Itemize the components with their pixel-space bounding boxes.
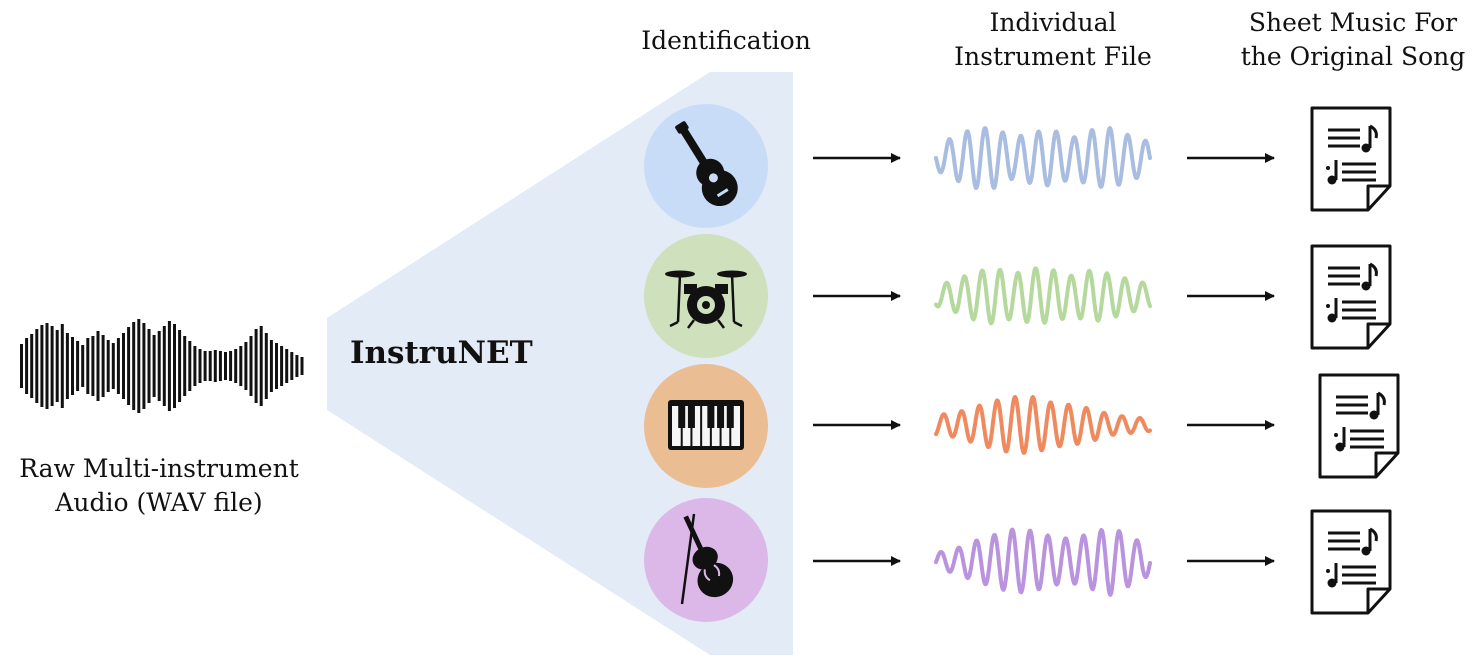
waveform-bar: [157, 331, 161, 401]
waveform-bar: [162, 326, 166, 406]
waveform-bar: [218, 351, 222, 381]
waveform-bar: [208, 351, 212, 381]
instrument-row-piano: [644, 364, 768, 488]
individual-file-header: Individual Instrument File: [935, 6, 1171, 74]
waveform-bar: [116, 338, 120, 394]
input-label-line1: Raw Multi-instrument: [19, 454, 299, 483]
waveform-bar: [152, 335, 156, 397]
individual-label-line1: Individual: [989, 8, 1117, 37]
waveform-bar: [142, 323, 146, 409]
waveform-bar: [259, 326, 263, 406]
input-audio-waveform: [20, 319, 304, 413]
waveform-bar: [213, 350, 217, 382]
waveform-bar: [198, 349, 202, 383]
waveform-bar: [20, 344, 23, 388]
waveform-bar: [132, 322, 136, 410]
waveform-bar: [111, 343, 115, 389]
waveform-bar: [65, 333, 69, 399]
waveform-bar: [50, 326, 54, 406]
waveform-bar: [269, 340, 273, 392]
waveform-bar: [127, 327, 131, 405]
waveform-bar: [106, 340, 110, 392]
waveform-bar: [203, 351, 207, 381]
waveform-bar: [285, 349, 289, 383]
sheet-music-icon: [1310, 244, 1392, 350]
waveform-bar: [254, 329, 258, 403]
guitar-icon: [675, 121, 738, 207]
waveform-bar: [30, 334, 34, 398]
instrument-row-guitar: [644, 104, 768, 228]
piano-keyboard-icon: [668, 400, 744, 450]
waveform-bar: [55, 330, 59, 402]
instrument-row-drums: [644, 234, 768, 358]
waveform-bar: [96, 331, 100, 401]
piano-black-key: [678, 406, 686, 428]
waveform-bar: [76, 341, 80, 391]
model-name: InstruNET: [350, 335, 533, 371]
violin-icon: [680, 513, 734, 605]
piano-black-key: [707, 406, 715, 428]
waveform-bar: [224, 352, 227, 380]
sheet-music-icon: [1310, 509, 1392, 615]
sheet-music-icon: [1310, 106, 1392, 212]
waveform-bar: [71, 337, 74, 395]
waveform-bar: [275, 343, 278, 389]
transcription-arrows: [1187, 153, 1275, 566]
waveform-bar: [147, 329, 151, 403]
instrument-row-violin: [644, 498, 768, 622]
sheet-label-line1: Sheet Music For: [1248, 8, 1458, 37]
waveform-bar: [264, 333, 268, 399]
waveform-bar: [81, 345, 85, 387]
drum-kit-icon: [665, 270, 747, 329]
waveform-bar: [86, 338, 90, 394]
waveform-bar: [25, 338, 29, 394]
waveform-bar: [229, 351, 233, 381]
waveform-bar: [244, 342, 248, 390]
waveform-bar: [295, 355, 299, 377]
piano-black-key: [726, 406, 734, 428]
identification-arrows: [813, 153, 901, 566]
waveform-bar: [249, 336, 253, 396]
instrument-waveform: [934, 266, 1152, 326]
identification-header: Identification: [620, 24, 832, 58]
waveform-bar: [234, 349, 238, 383]
piano-black-key: [687, 406, 695, 428]
waveform-bar: [239, 346, 243, 386]
waveform-bar: [40, 325, 44, 407]
identification-label: Identification: [641, 26, 811, 55]
waveform-bar: [188, 341, 192, 391]
waveform-bar: [183, 336, 187, 396]
waveform-bar: [35, 329, 39, 403]
sheet-music-header: Sheet Music For the Original Song: [1226, 6, 1480, 74]
sheet-music-documents: [1310, 106, 1400, 615]
instrument-waveforms: [934, 126, 1152, 597]
waveform-bar: [280, 346, 284, 386]
instrument-waveform: [934, 126, 1152, 190]
waveform-bar: [45, 323, 49, 409]
waveform-bar: [60, 324, 64, 408]
waveform-bar: [300, 357, 304, 375]
piano-black-key: [717, 406, 725, 428]
sheet-label-line2: the Original Song: [1240, 42, 1466, 71]
waveform-bar: [101, 335, 105, 397]
instrument-waveform: [934, 527, 1152, 597]
waveform-bar: [91, 336, 95, 396]
sheet-music-icon: [1318, 373, 1400, 479]
waveform-bar: [178, 330, 182, 402]
instrument-waveform: [934, 395, 1152, 455]
waveform-bar: [173, 324, 176, 408]
waveform-bar: [290, 352, 294, 380]
individual-label-line2: Instrument File: [954, 42, 1152, 71]
waveform-bar: [122, 333, 125, 399]
input-audio-label: Raw Multi-instrument Audio (WAV file): [0, 452, 318, 520]
waveform-bar: [193, 346, 197, 386]
waveform-bar: [137, 319, 141, 413]
input-label-line2: Audio (WAV file): [55, 488, 263, 517]
waveform-bar: [167, 321, 171, 411]
